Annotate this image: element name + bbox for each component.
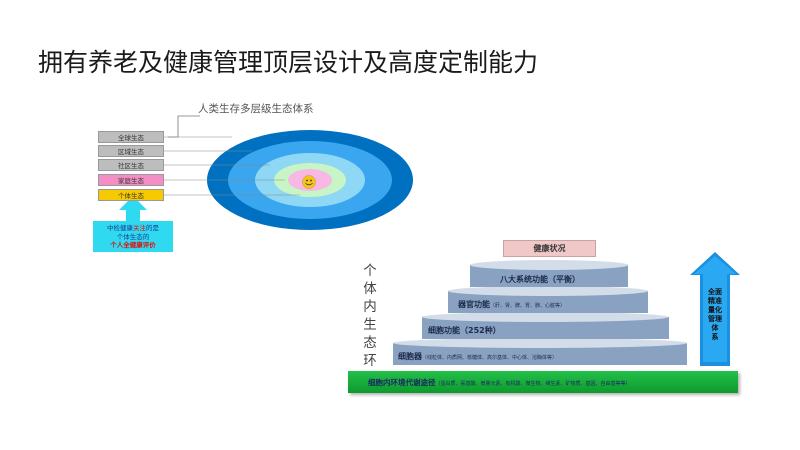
focus-up-arrow [119, 196, 147, 221]
arrow-char: 面 [715, 288, 722, 296]
metabolic-pathway-main: 细胞内环境代谢途径 [368, 378, 436, 387]
metabolic-pathway-bar [348, 371, 738, 393]
ecosystem-title: 人类生存多层级生态体系 [198, 103, 314, 115]
side-label-char: 个 [363, 263, 377, 279]
arrow-char: 体 [711, 324, 719, 332]
eco-level-individual: 个体生态 [98, 189, 164, 201]
pyramid-level-3-label: 器官功能（肝、肾、脾、胃、肺、心脏等） [458, 299, 565, 310]
arrow-char: 系 [711, 333, 719, 341]
pyramid-level-4-cap [470, 260, 628, 270]
pyramid-level-3-bar [448, 291, 648, 313]
pyramid-level-1-main: 细胞器 [398, 352, 422, 361]
side-label-char: 态 [363, 335, 377, 351]
focus-line1-end: 的是 [146, 224, 159, 232]
arrow-char: 精 [708, 297, 715, 305]
title-connector-line [168, 115, 200, 138]
arrow-char: 理 [715, 315, 722, 323]
side-label-char: 内 [363, 299, 377, 315]
eco-level-community: 社区生态 [98, 159, 164, 171]
pyramid-level-2-label: 细胞功能（252种） [428, 326, 501, 335]
side-label-char: 体 [363, 281, 377, 297]
eco-level-global: 全球生态 [98, 131, 164, 143]
pyramid-diagram [393, 260, 687, 365]
side-label-char: 环 [363, 353, 377, 369]
pyramid-level-1-bar [393, 343, 687, 365]
pyramid-level-1-label: 细胞器（线粒体、内质网、核糖体、高尔基体、中心体、溶酶体等） [398, 351, 557, 362]
focus-line3: 个人全健康评价 [110, 241, 156, 249]
metabolic-pathway-small: （蛋白质、氨基酸、微量元素、有机酸、微生物、维生素、矿物质、基因、自由基等等） [435, 381, 631, 387]
management-arrow-label: 全面 精准 量化 管理 体 系 [705, 288, 725, 342]
management-up-arrow-highlight [694, 256, 736, 362]
pyramid-level-4-bar [470, 265, 628, 287]
pyramid-level-4-label: 八大系统功能（平衡） [500, 275, 580, 284]
arrow-char: 量 [708, 306, 715, 314]
pyramid-level-2-bar [422, 317, 669, 339]
arrow-char: 准 [715, 297, 722, 305]
page-title: 拥有养老及健康管理顶层设计及高度定制能力 [38, 48, 539, 77]
focus-callout: 中检健康关注的是 个体生态的 个人全健康评价 [93, 221, 173, 252]
pyramid-level-1-cap [393, 338, 687, 348]
eco-level-family: 家庭生态 [98, 174, 164, 186]
pyramid-level-3-main: 器官功能 [458, 300, 490, 309]
pyramid-level-3-small: （肝、肾、脾、胃、肺、心脏等） [490, 303, 566, 309]
metabolic-pathway-label: 细胞内环境代谢途径（蛋白质、氨基酸、微量元素、有机酸、微生物、维生素、矿物质、基… [368, 377, 631, 388]
arrow-char: 管 [708, 315, 715, 323]
eco-level-regional: 区域生态 [98, 145, 164, 157]
pyramid-level-2-cap [422, 312, 668, 322]
focus-highlight: 关注 [133, 224, 146, 232]
pyramid-level-1-small: （线粒体、内质网、核糖体、高尔基体、中心体、溶酶体等） [422, 355, 558, 361]
smiley-icon [302, 175, 316, 189]
focus-line1: 中检健康 [107, 224, 133, 232]
side-label-char: 生 [363, 317, 377, 333]
focus-line2: 个体生态的 [116, 232, 150, 241]
pyramid-level-3-cap [448, 286, 648, 296]
health-status-box: 健康状况 [503, 240, 596, 257]
arrow-char: 全 [708, 288, 715, 296]
arrow-char: 化 [715, 306, 722, 314]
